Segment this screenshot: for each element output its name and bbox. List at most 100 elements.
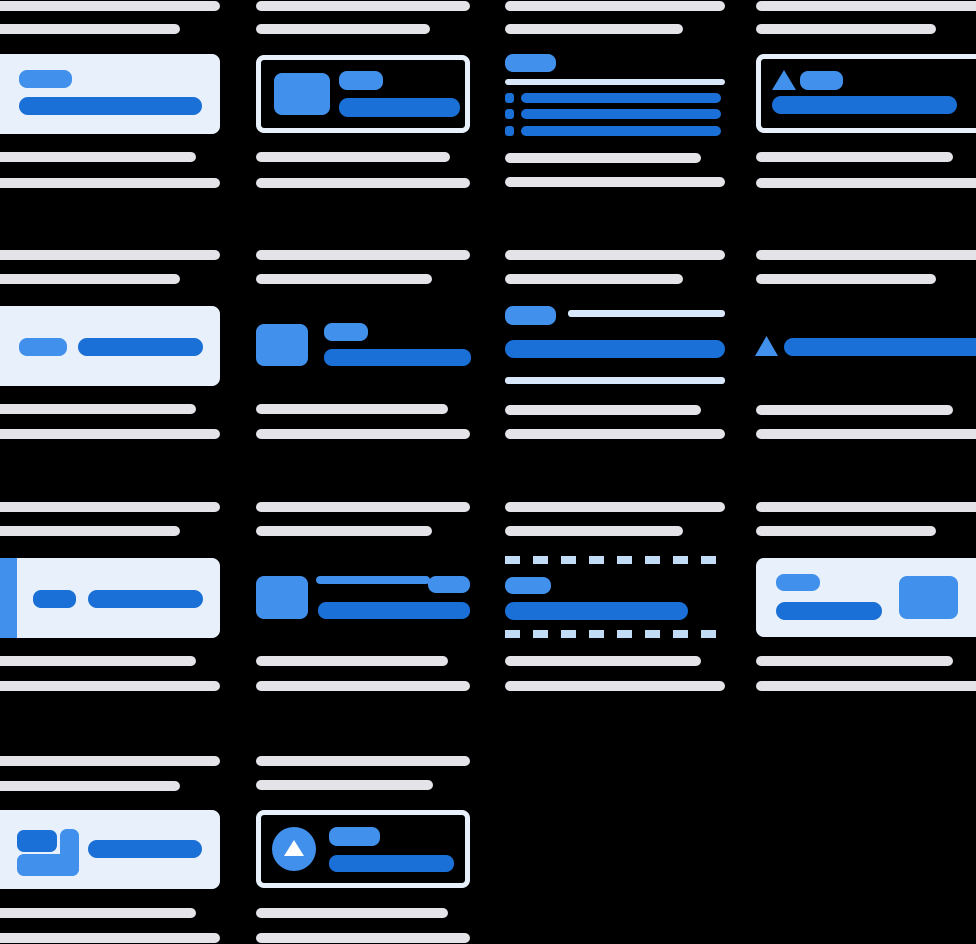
paragraph-line [756, 526, 936, 536]
paragraph-line [0, 250, 220, 260]
paragraph-line [0, 933, 220, 943]
label-pill [19, 338, 67, 356]
text-bar [329, 855, 454, 872]
paragraph-line [0, 526, 180, 536]
paragraph-line [756, 405, 953, 415]
list-bullet [505, 109, 514, 119]
text-bar [339, 98, 460, 117]
accent-stripe [0, 558, 17, 638]
text-bar [19, 97, 202, 115]
label-pill [800, 71, 843, 90]
paragraph-line [256, 908, 448, 918]
outlined-callout-card [756, 54, 976, 133]
paragraph-line [256, 274, 432, 284]
paragraph-line [756, 429, 976, 439]
paragraph-line [0, 502, 220, 512]
paragraph-line [256, 1, 470, 11]
paragraph-line [505, 24, 683, 34]
media-square [274, 73, 330, 115]
list-item-bar [521, 93, 721, 103]
paragraph-line [0, 756, 220, 766]
label-pill [776, 574, 820, 591]
label-pill [329, 827, 380, 846]
badge-pill [505, 54, 556, 72]
text-bar [318, 602, 470, 619]
paragraph-line [256, 756, 470, 766]
callout-card [0, 54, 220, 134]
media-square [256, 576, 308, 619]
text-bar [772, 96, 957, 114]
action-pill [428, 576, 470, 593]
paragraph-line [756, 681, 976, 691]
media-square [256, 324, 308, 366]
paragraph-line [756, 502, 976, 512]
outlined-callout-card [256, 55, 470, 133]
paragraph-line [505, 429, 725, 439]
paragraph-line [0, 178, 220, 188]
list-item-bar [521, 126, 721, 136]
paragraph-line [505, 250, 725, 260]
paragraph-line [505, 681, 725, 691]
label-pill [324, 323, 368, 341]
rule-line [505, 377, 725, 384]
paragraph-line [505, 153, 701, 163]
paragraph-line [756, 178, 976, 188]
media-square [899, 576, 958, 619]
text-bar [784, 338, 976, 356]
heading-bar [505, 340, 725, 358]
paragraph-line [0, 152, 196, 162]
list-bullet [505, 93, 514, 103]
dashed-divider [505, 556, 725, 564]
paragraph-line [256, 24, 430, 34]
label-pill [33, 590, 76, 608]
paragraph-line [0, 656, 196, 666]
icon-block-top [17, 830, 57, 852]
badge-pill [505, 306, 556, 325]
paragraph-line [0, 274, 180, 284]
paragraph-line [0, 24, 180, 34]
badge-pill [505, 577, 551, 594]
paragraph-line [505, 1, 725, 11]
paragraph-line [505, 526, 683, 536]
paragraph-line [505, 502, 725, 512]
paragraph-line [505, 274, 683, 284]
paragraph-line [256, 526, 432, 536]
paragraph-line [0, 908, 196, 918]
paragraph-line [0, 429, 220, 439]
paragraph-line [505, 656, 701, 666]
text-bar [88, 590, 203, 608]
paragraph-line [256, 250, 470, 260]
paragraph-line [756, 274, 936, 284]
label-pill [19, 70, 72, 88]
paragraph-line [256, 404, 448, 414]
paragraph-line [756, 1, 976, 11]
paragraph-line [0, 681, 220, 691]
dashed-divider [505, 630, 725, 638]
paragraph-line [256, 502, 470, 512]
text-bar [88, 840, 202, 858]
paragraph-line [256, 780, 433, 790]
paragraph-line [256, 178, 470, 188]
paragraph-line [505, 177, 725, 187]
paragraph-line [756, 152, 953, 162]
label-pill [339, 71, 383, 90]
divider-line [505, 79, 725, 85]
text-bar [505, 602, 688, 620]
paragraph-line [756, 24, 936, 34]
paragraph-line [756, 250, 976, 260]
warning-triangle-icon [755, 336, 778, 356]
icon-block-bottom [17, 854, 79, 876]
outlined-callout-card [256, 810, 470, 888]
text-bar [324, 349, 471, 366]
paragraph-line [756, 656, 953, 666]
list-bullet [505, 126, 514, 136]
paragraph-line [0, 404, 196, 414]
text-bar [776, 602, 882, 620]
paragraph-line [0, 1, 220, 11]
paragraph-line [256, 429, 470, 439]
list-item-bar [521, 109, 721, 119]
paragraph-line [256, 933, 470, 943]
rule-line [568, 310, 725, 317]
paragraph-line [505, 405, 701, 415]
